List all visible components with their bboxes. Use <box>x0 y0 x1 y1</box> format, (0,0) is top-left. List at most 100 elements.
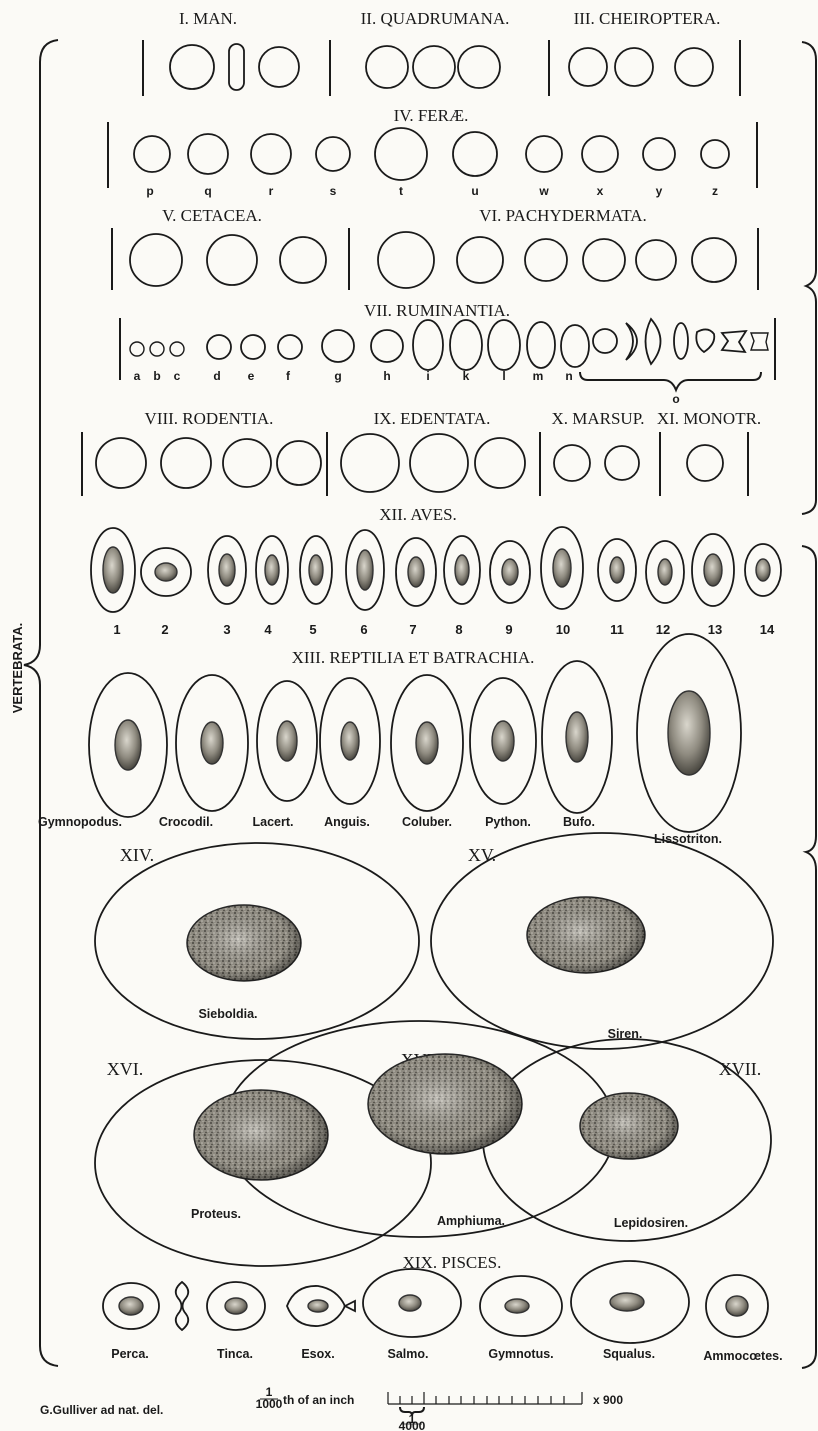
section-title-xv: XV. <box>468 845 496 865</box>
genus-label: Amphiuma. <box>437 1214 505 1228</box>
row-man-quadrumana-cheiroptera: I. MAN. II. QUADRUMANA. III. CHEIROPTERA… <box>143 9 740 96</box>
letter-label: s <box>330 184 337 198</box>
corpuscle <box>130 342 144 356</box>
corpuscle <box>488 320 520 370</box>
nucleus <box>502 559 518 585</box>
nucleus <box>225 1298 247 1314</box>
corpuscle <box>569 48 607 86</box>
letter-label: n <box>565 369 572 383</box>
letter-label: l <box>502 369 505 383</box>
corpuscle <box>378 232 434 288</box>
section-title-cheiroptera: III. CHEIROPTERA. <box>574 9 721 28</box>
letter-label: q <box>204 184 211 198</box>
letter-label: u <box>471 184 478 198</box>
scale-bar: 1 1000 th of an inch 1 4000 x 900 G.Gull… <box>40 1385 623 1431</box>
corpuscle <box>527 322 555 368</box>
corpuscle <box>615 48 653 86</box>
genus-label: Gymnopodus. <box>38 815 122 829</box>
row-aves: XII. AVES. 1 2 3 4 5 6 7 8 <box>91 505 781 637</box>
nucleus <box>103 547 123 593</box>
corpuscle <box>674 323 688 359</box>
corpuscle <box>605 446 639 480</box>
corpuscle <box>636 240 676 280</box>
corpuscle <box>161 438 211 488</box>
row-ferae: IV. FERÆ. p q r s t u w x y z <box>108 106 757 198</box>
nucleus-shading <box>580 1093 678 1159</box>
nucleus <box>408 557 424 587</box>
number-label: 13 <box>708 622 722 637</box>
genus-label: Coluber. <box>402 815 452 829</box>
letter-label: x <box>597 184 604 198</box>
genus-label: Ammocœtes. <box>703 1349 782 1363</box>
genus-label: Lacert. <box>253 815 294 829</box>
nucleus <box>455 555 469 585</box>
letter-label: w <box>538 184 549 198</box>
section-title-aves: XII. AVES. <box>379 505 457 524</box>
nucleus <box>119 1297 143 1315</box>
corpuscle <box>150 342 164 356</box>
letter-label: r <box>269 184 274 198</box>
nucleus <box>308 1300 328 1312</box>
corpuscle <box>170 342 184 356</box>
bracket <box>580 372 761 390</box>
corpuscle <box>241 335 265 359</box>
corpuscle <box>278 335 302 359</box>
irregular-corpuscle <box>722 331 746 352</box>
section-title-ruminantia: VII. RUMINANTIA. <box>364 301 510 320</box>
section-title-reptilia: XIII. REPTILIA ET BATRACHIA. <box>292 648 535 667</box>
corpuscle <box>526 136 562 172</box>
corpuscle <box>96 438 146 488</box>
corpuscle <box>277 441 321 485</box>
corpuscle <box>453 132 497 176</box>
nucleus <box>756 559 770 581</box>
genus-label: Anguis. <box>324 815 370 829</box>
section-title-xvii: XVII. <box>719 1059 762 1079</box>
scale-text: th of an inch <box>283 1393 354 1407</box>
corpuscle <box>207 335 231 359</box>
number-label: 7 <box>409 622 416 637</box>
genus-label: Perca. <box>111 1347 149 1361</box>
scale-magnification: x 900 <box>593 1393 623 1407</box>
nucleus <box>155 563 177 581</box>
side-label-vertebrata: VERTEBRATA. <box>10 623 25 714</box>
number-label: 8 <box>455 622 462 637</box>
genus-label: Lissotriton. <box>654 832 722 846</box>
nucleus <box>668 691 710 775</box>
irregular-corpuscle <box>696 329 714 352</box>
nucleus <box>357 550 373 590</box>
corpuscle <box>643 138 675 170</box>
section-title-quadrumana: II. QUADRUMANA. <box>361 9 510 28</box>
nucleus <box>610 557 624 583</box>
genus-label: Gymnotus. <box>488 1347 553 1361</box>
corpuscle <box>561 325 589 367</box>
corpuscle <box>450 320 482 370</box>
letter-label: g <box>334 369 341 383</box>
letter-label: y <box>656 184 663 198</box>
corpuscle <box>701 140 729 168</box>
corpuscle <box>188 134 228 174</box>
corpuscle <box>170 45 214 89</box>
nucleus <box>658 559 672 585</box>
nucleus <box>704 554 722 586</box>
nucleus <box>492 721 514 761</box>
irregular-corpuscle <box>751 333 768 350</box>
corpuscle <box>692 238 736 282</box>
large-corpuscles: XIV. XV. Sieboldia. Siren. XVI. XVIII. X… <box>95 833 773 1266</box>
row-cetacea-pachydermata: V. CETACEA. VI. PACHYDERMATA. <box>112 206 758 290</box>
letter-label: z <box>712 184 718 198</box>
genus-label: Crocodil. <box>159 815 213 829</box>
nucleus <box>610 1293 644 1311</box>
corpuscle <box>554 445 590 481</box>
letter-label: p <box>146 184 153 198</box>
nucleus <box>219 554 235 586</box>
scale-sub-den: 4000 <box>399 1419 426 1431</box>
corpuscle <box>366 46 408 88</box>
number-label: 6 <box>360 622 367 637</box>
number-label: 10 <box>556 622 570 637</box>
section-title-man: I. MAN. <box>179 9 237 28</box>
nucleus-shading <box>187 905 301 981</box>
corpuscle <box>413 46 455 88</box>
nucleus <box>505 1299 529 1313</box>
letter-label: c <box>174 369 181 383</box>
